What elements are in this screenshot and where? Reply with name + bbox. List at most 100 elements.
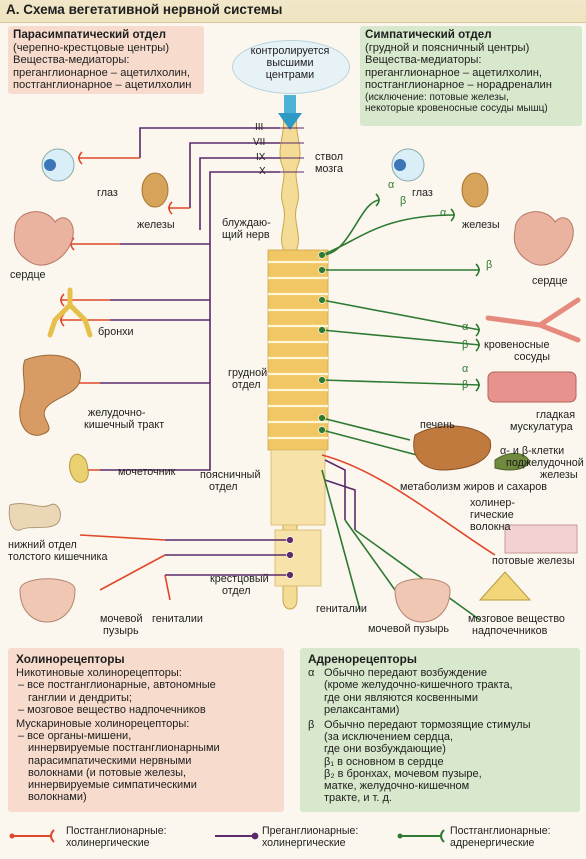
- panc-l2: поджелудочной: [506, 457, 584, 469]
- sym-sub: (грудной и поясничный центры): [365, 41, 530, 54]
- legend-pre-chol-2: холинергические: [262, 837, 346, 849]
- beta-1: Обычно передают тормозящие стимулы: [324, 719, 531, 732]
- pancreas-icon: [494, 453, 531, 471]
- spinal-cord: [267, 117, 329, 610]
- bladder-left-l2: пузырь: [103, 625, 139, 637]
- cranial-vii: VII: [253, 137, 266, 148]
- muscarinic-6: волокнами): [28, 791, 87, 804]
- colon-l1: нижний отдел: [8, 539, 77, 551]
- bladder-right-label: мочевой пузырь: [368, 623, 450, 635]
- legend-post-chol-1: Постганглионарные:: [66, 825, 167, 837]
- muscarinic-4: волокнами (и потовые железы,: [28, 766, 187, 779]
- vagus-l1: блуждаю-: [222, 217, 271, 229]
- adrenal-icon: [478, 571, 532, 601]
- colon-icon: [8, 503, 61, 531]
- genitals-left-label: гениталии: [152, 613, 203, 625]
- gi-tract-icon: [19, 354, 81, 436]
- heart-left-icon: [13, 211, 74, 266]
- thoracic-segments: [267, 249, 329, 451]
- ureter-kidney-icon: [69, 453, 89, 483]
- lumbar-l1: поясничный: [200, 469, 261, 481]
- sym-exc1: (исключение: потовые железы,: [365, 91, 509, 103]
- panc-l3: железы: [540, 469, 578, 481]
- descending-arrow: [278, 95, 302, 130]
- gi-label-2: кишечный тракт: [84, 419, 165, 431]
- higher-centers-bubble: [232, 40, 350, 94]
- vagus-l2: щий нерв: [222, 229, 270, 241]
- stem-l2: мозга: [315, 163, 343, 175]
- legend-post-adr-2: адренергические: [450, 837, 535, 849]
- genitals-right-label: гениталии: [316, 603, 367, 615]
- alpha-1: Обычно передают возбуждение: [324, 667, 487, 680]
- center-l3: центрами: [265, 69, 315, 81]
- beta-3: где они возбуждающие): [324, 743, 446, 756]
- eye-right-label: глаз: [412, 187, 433, 199]
- nicotinic-heading: Никотиновые холинорецепторы:: [16, 667, 182, 680]
- chol-fiber-l1: холинер-: [470, 497, 515, 509]
- parasym-med1: Вещества-медиаторы:: [13, 54, 130, 67]
- eye-alpha: α: [388, 179, 395, 191]
- bladder-left-l1: мочевой: [100, 613, 143, 625]
- sacral-l2: отдел: [222, 585, 251, 597]
- alpha-2: (кроме желудочно-кишечного тракта,: [324, 679, 513, 692]
- panc-l1: α- и β-клетки: [500, 445, 565, 457]
- heart-left-label: сердце: [10, 269, 46, 281]
- parasym-box: Парасимпатический отдел (черепно-крестцо…: [8, 26, 204, 94]
- bladder-right-icon: [394, 578, 451, 623]
- cranial-ix: IX: [256, 152, 266, 163]
- vessels-l1: кровеносные: [484, 339, 550, 351]
- chol-fiber-l2: гические: [470, 509, 514, 521]
- smooth-l1: гладкая: [536, 409, 576, 421]
- smooth-l2: мускулатура: [510, 421, 573, 433]
- glands-right-label: железы: [462, 219, 500, 231]
- thoracic-l2: отдел: [232, 379, 261, 391]
- beta-5: β₂ в бронхах, мочевом пузыре,: [324, 767, 482, 780]
- beta-2: (за исключением сердца,: [324, 731, 454, 744]
- nicotinic-1: – все постганглионарные, автономные: [18, 679, 216, 692]
- beta-symbol: β: [308, 719, 315, 732]
- alpha-3: где они являются косвенными: [324, 691, 479, 704]
- muscarinic-1: – все органы-мишени,: [18, 730, 132, 743]
- adr-endings: [375, 193, 480, 392]
- cholinoreceptors-box: Холинорецепторы Никотиновые холинорецепт…: [8, 648, 284, 812]
- stem-l1: ствол: [315, 151, 344, 163]
- cranial-x: X: [259, 166, 266, 177]
- page-title: А. Схема вегетативной нервной системы: [6, 2, 283, 17]
- sym-ganglia: [318, 251, 326, 434]
- sym-post-fibers: [321, 199, 481, 621]
- heart-right-label: сердце: [532, 275, 568, 287]
- parasym-heading: Парасимпатический отдел: [13, 28, 166, 41]
- vessels-alpha: α: [462, 321, 469, 333]
- lumbar-segments: [270, 449, 326, 526]
- beta-7: тракте, и т. д.: [324, 792, 392, 805]
- eye-right-icon: [391, 148, 425, 182]
- adrenal-l2: надпочечников: [472, 625, 548, 637]
- legend-post-chol-2: холинергические: [66, 837, 150, 849]
- chol-fiber-l3: волокна: [470, 521, 511, 533]
- sacral-segments: [274, 529, 322, 587]
- parasym-pre-fibers: [100, 127, 290, 576]
- lumbar-l2: отдел: [209, 481, 238, 493]
- sym-box: Симпатический отдел (грудной и поясничны…: [360, 26, 582, 126]
- sym-cholinergic-fibers: [321, 454, 496, 556]
- parasym-med3: постганглионарное – ацетилхолин: [13, 79, 192, 92]
- sacral-l1: крестцовый: [210, 573, 269, 585]
- muscarinic-heading: Мускариновые холинорецепторы:: [16, 718, 190, 731]
- colon-l2: толстого кишечника: [8, 551, 108, 563]
- metab-label: метаболизм жиров и сахаров: [400, 481, 548, 493]
- glands-alpha: α: [440, 207, 447, 219]
- bronchi-icon: [47, 287, 93, 338]
- muscle-beta: β: [462, 379, 469, 391]
- adrenal-l1: мозговое вещество: [468, 613, 565, 625]
- sym-med3: постганглионарное – норадреналин: [365, 79, 552, 92]
- sym-pre-fibers: [324, 459, 356, 530]
- sweat-label: потовые железы: [492, 555, 575, 567]
- bronchi-label: бронхи: [98, 326, 134, 338]
- parasym-med2: преганглионарное – ацетилхолин,: [13, 66, 191, 79]
- gi-label-1: желудочно-: [88, 407, 146, 419]
- vessels-beta: β: [462, 339, 469, 351]
- center-l1: контролируется: [250, 45, 330, 57]
- nicotinic-3: – мозговое вещество надпочечников: [18, 703, 206, 716]
- eye-left-icon: [41, 148, 75, 182]
